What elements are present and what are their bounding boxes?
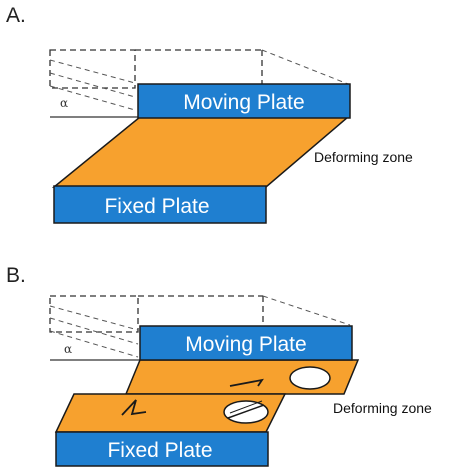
panel-b-letter: B. bbox=[6, 264, 26, 287]
panel-a-fixed-plate-label: Fixed Plate bbox=[104, 195, 209, 218]
panel-b-upper-shear-arrow bbox=[229, 378, 264, 387]
panel-b-fixed-plate bbox=[55, 431, 269, 467]
panel-a-moving-plate bbox=[137, 83, 351, 119]
panel-b-reference-outline bbox=[49, 295, 351, 358]
panel-a-alpha-label: α bbox=[60, 96, 68, 110]
panel-b: B. α Moving Plate bbox=[6, 264, 432, 467]
panel-a-reference-outline bbox=[49, 49, 349, 111]
panel-b-lower-shear-arrow bbox=[121, 399, 147, 416]
panel-b-upper-strain-ellipse bbox=[289, 366, 331, 390]
panel-b-fixed-plate-label: Fixed Plate bbox=[107, 439, 212, 462]
panel-b-zone-label: Deforming zone bbox=[333, 400, 432, 416]
panel-b-moving-plate bbox=[139, 325, 353, 361]
panel-a-moving-plate-label: Moving Plate bbox=[183, 91, 304, 114]
panel-a-fixed-plate bbox=[53, 185, 267, 224]
panel-a-zone-label: Deforming zone bbox=[314, 149, 413, 165]
panel-b-moving-plate-label: Moving Plate bbox=[185, 333, 306, 356]
panel-b-lower-strain-ellipse bbox=[223, 400, 269, 424]
panel-b-alpha-label: α bbox=[64, 342, 72, 356]
panel-a-letter: A. bbox=[6, 4, 26, 27]
panel-a-deforming-zone bbox=[51, 116, 351, 188]
panel-a: A. α Moving Plate Fixed Plate Deforming … bbox=[6, 4, 413, 224]
